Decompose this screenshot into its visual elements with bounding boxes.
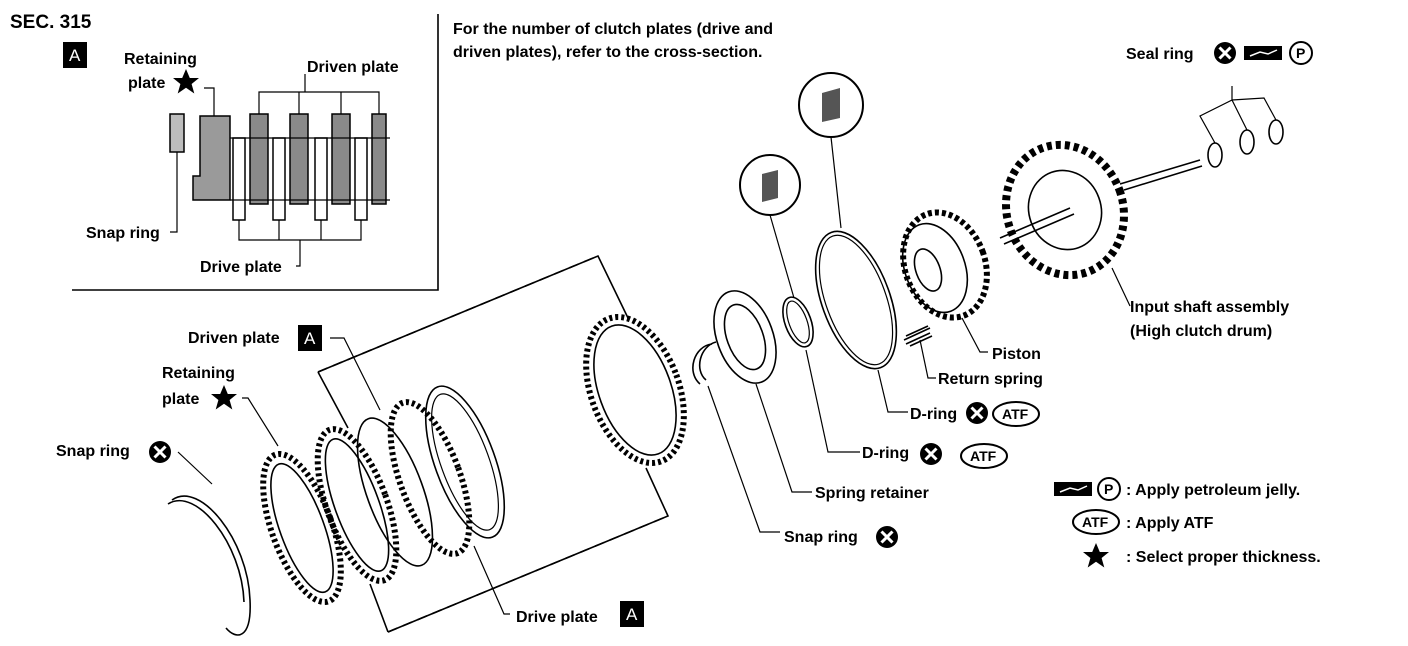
petroleum-jelly-icon [1243,45,1283,61]
return-spring-label: Return spring [938,371,1043,388]
a-box-letter: A [304,329,316,348]
section-label: SEC. 315 [10,12,92,33]
legend-star-text: : Select proper thickness. [1126,549,1321,566]
p-circle-icon: P [1289,41,1313,65]
petroleum-jelly-icon [1053,481,1093,497]
legend-petroleum-text: : Apply petroleum jelly. [1126,482,1300,499]
star-icon [211,385,237,410]
snap-ring-left-label: Snap ring [56,443,130,460]
legend-atf-text: : Apply ATF [1126,515,1214,532]
a-box-icon: A [298,325,322,351]
a-box-letter: A [69,46,81,65]
d-ring-2-label: D-ring [862,445,909,462]
inset-retaining-line1: Retaining [124,51,197,68]
spring-retainer-label: Spring retainer [815,485,929,502]
p-circle-icon: P [1097,477,1121,501]
leader-lines [177,267,1131,615]
atf-oval-icon: ATF [1072,509,1120,535]
retaining-plate-label-line1: Retaining [162,365,235,382]
atf-symbol-2: ATF [970,448,997,464]
x-circle-icon [918,441,944,467]
atf-symbol-1: ATF [1002,406,1029,422]
snap-ring-lower-label: Snap ring [784,529,858,546]
x-circle-icon [1212,40,1238,66]
clutch-pack-drawing [167,72,1284,636]
atf-oval-icon: ATF [992,401,1040,427]
legend: P : Apply petroleum jelly. ATF : Apply A… [1053,477,1321,568]
star-icon [1083,543,1109,568]
piston-label: Piston [992,346,1041,363]
p-symbol: P [1104,481,1113,497]
x-circle-icon [874,524,900,550]
a-box-letter: A [626,605,638,624]
a-box-icon: A [63,42,87,68]
drive-plate-label: Drive plate [516,609,598,626]
inset-cross-section: Retaining plate Driven plate Snap ring D… [72,14,439,291]
inset-drive-plate: Drive plate [200,259,282,276]
d-ring-1-label: D-ring [910,406,957,423]
inset-retaining-line2: plate [128,75,165,92]
inset-driven-plate: Driven plate [307,59,399,76]
note-line-2: driven plates), refer to the cross-secti… [453,44,762,61]
note-line-1: For the number of clutch plates (drive a… [453,21,773,38]
x-circle-icon [964,400,990,426]
p-symbol: P [1296,45,1305,61]
a-box-icon: A [620,601,644,627]
seal-ring-label: Seal ring [1126,46,1194,63]
input-shaft-label-line1: Input shaft assembly [1130,299,1289,316]
inset-snap-ring: Snap ring [86,225,160,242]
x-circle-icon [147,439,173,465]
atf-symbol-legend: ATF [1082,514,1109,530]
star-icon [173,69,199,94]
input-shaft-label-line2: (High clutch drum) [1130,323,1272,340]
driven-plate-label: Driven plate [188,330,280,347]
atf-oval-icon: ATF [960,443,1008,469]
retaining-plate-label-line2: plate [162,391,199,408]
